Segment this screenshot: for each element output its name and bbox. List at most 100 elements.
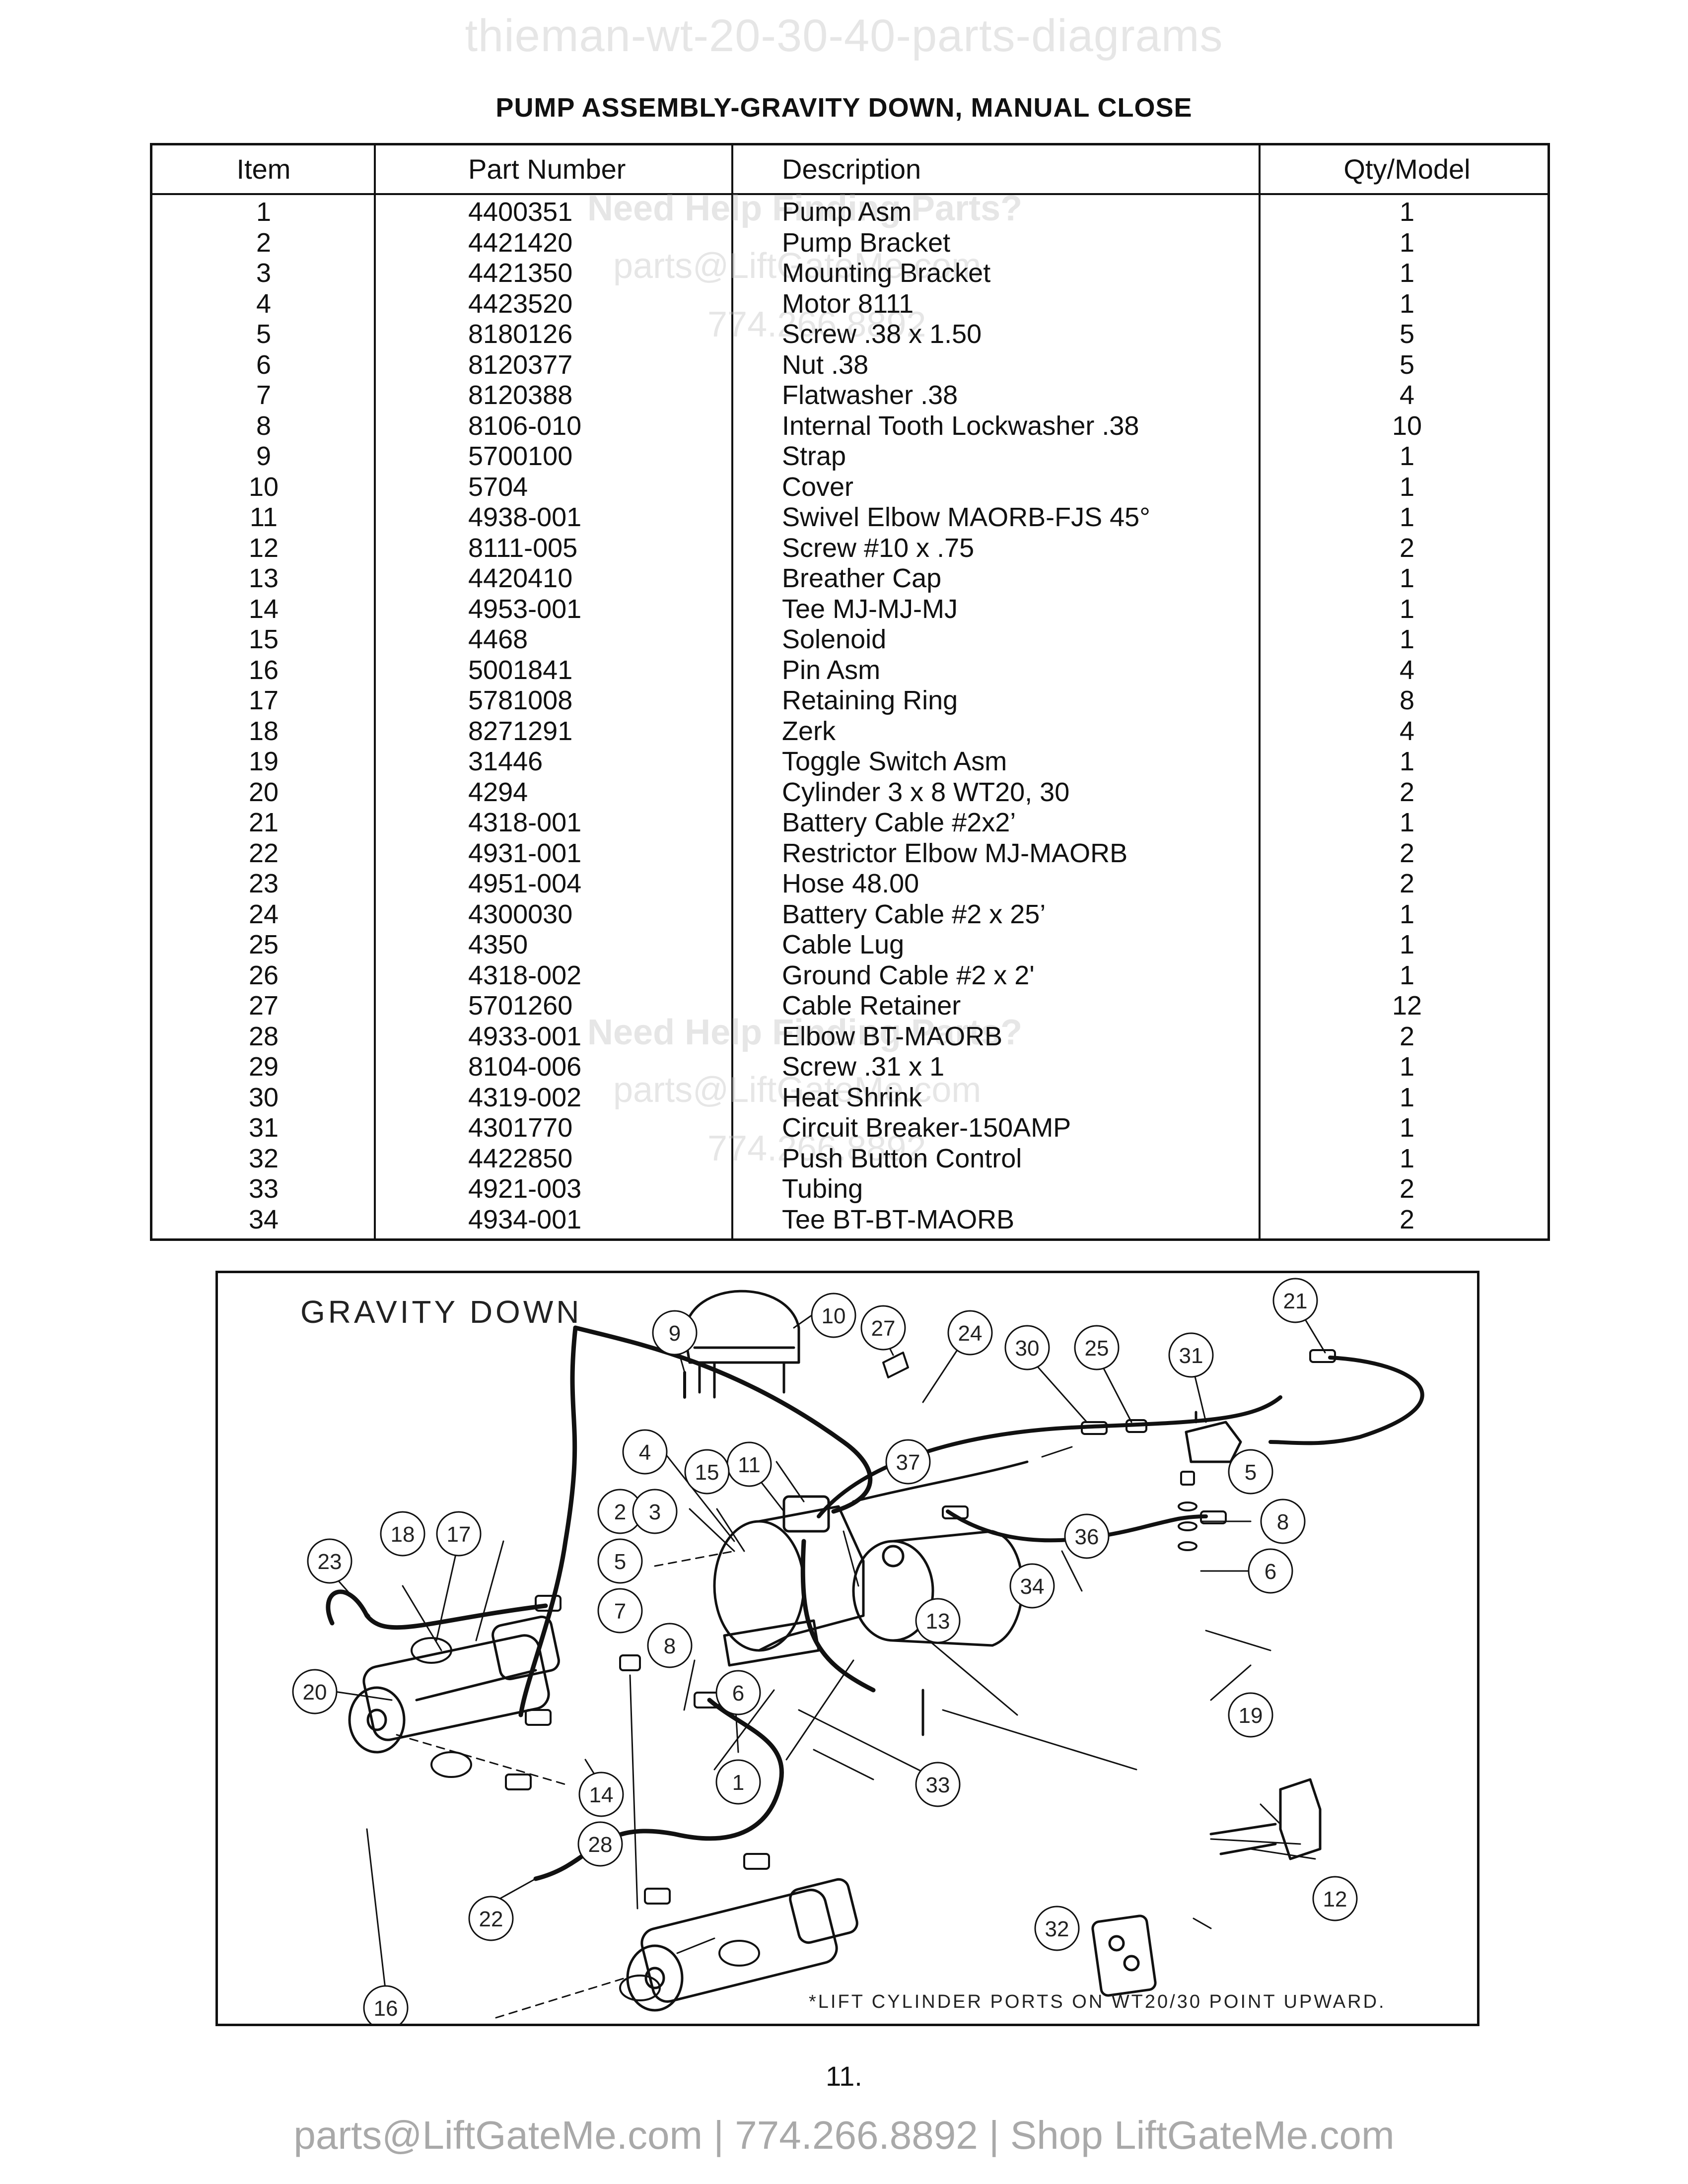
callout-circle — [915, 1762, 961, 1807]
cell-qty: 2 — [1399, 1204, 1415, 1234]
cell-description: Pump Asm — [782, 197, 912, 227]
table-watermark-email: parts@LiftGateMe.com — [613, 1070, 982, 1110]
callout-number: 3 — [649, 1500, 661, 1524]
cell-description: Cylinder 3 x 8 WT20, 30 — [782, 777, 1070, 807]
leader-lines — [324, 1302, 1326, 1994]
callout-6: 6 — [715, 1670, 761, 1715]
screw-stack — [1178, 1471, 1197, 1551]
callout-27: 27 — [860, 1305, 906, 1351]
callout-5: 5 — [597, 1538, 643, 1584]
callout-circle — [1009, 1563, 1055, 1609]
cell-qty: 10 — [1392, 410, 1422, 441]
cell-qty: 12 — [1392, 991, 1422, 1021]
callout-13: 13 — [915, 1598, 961, 1643]
cell-description: Elbow BT-MAORB — [782, 1021, 1003, 1051]
cell-description: Cable Lug — [782, 930, 905, 959]
cell-part-number: 8180126 — [468, 319, 573, 349]
cell-item: 28 — [248, 1021, 279, 1051]
cell-description: Cover — [782, 472, 854, 502]
callout-10: 10 — [811, 1293, 856, 1338]
cell-qty: 1 — [1399, 472, 1415, 502]
header-part-number: Part Number — [468, 153, 626, 185]
cell-item: 16 — [248, 655, 279, 685]
cell-part-number: 4933-001 — [468, 1021, 582, 1051]
cell-part-number: 4294 — [468, 777, 528, 807]
callout-number: 23 — [318, 1550, 342, 1574]
callout-circle — [597, 1538, 643, 1584]
callout-16: 16 — [363, 1985, 409, 2024]
footer-contact: parts@LiftGateMe.com | 774.266.8892 | Sh… — [293, 2113, 1395, 2157]
callout-14: 14 — [578, 1772, 624, 1817]
cell-qty: 1 — [1399, 747, 1415, 776]
callout-circle — [597, 1588, 643, 1634]
hose-path — [573, 1325, 873, 1514]
cable-path — [852, 1460, 1029, 1503]
cell-item: 29 — [248, 1052, 279, 1082]
callout-number: 31 — [1179, 1344, 1203, 1368]
callout-circle — [307, 1538, 352, 1584]
cell-qty: 5 — [1399, 349, 1415, 380]
callout-30: 30 — [1004, 1325, 1050, 1370]
callout-number: 21 — [1283, 1289, 1308, 1313]
cable-end — [942, 1505, 969, 1519]
cell-description: Solenoid — [782, 624, 887, 654]
circuit-breaker — [1185, 1411, 1242, 1463]
cell-part-number: 8106-010 — [468, 410, 582, 441]
callout-number: 11 — [738, 1453, 761, 1477]
callout-6: 6 — [1248, 1548, 1293, 1594]
cell-qty: 1 — [1399, 227, 1415, 258]
callout-number: 6 — [732, 1681, 744, 1706]
callout-number: 30 — [1015, 1336, 1040, 1361]
diagram-note: *LIFT CYLINDER PORTS ON WT20/30 POINT UP… — [809, 1991, 1386, 2012]
column-divider — [1259, 145, 1261, 1238]
cell-item: 30 — [248, 1082, 279, 1112]
cell-part-number: 4951-004 — [468, 869, 582, 898]
cell-part-number: 4931-001 — [468, 838, 582, 868]
callout-number: 34 — [1020, 1574, 1045, 1599]
cell-qty: 1 — [1399, 288, 1415, 319]
callout-4: 4 — [622, 1429, 668, 1475]
cell-part-number: 4423520 — [468, 288, 573, 319]
callout-number: 25 — [1085, 1336, 1109, 1361]
cell-description: Hose 48.00 — [782, 869, 919, 898]
callout-number: 10 — [822, 1304, 846, 1328]
hose-path — [518, 1325, 578, 1717]
toggle-switch — [1209, 1778, 1322, 1860]
callout-22: 22 — [468, 1896, 514, 1941]
callout-circle — [578, 1772, 624, 1817]
callout-24: 24 — [947, 1310, 993, 1356]
cell-qty: 1 — [1399, 1143, 1415, 1173]
cell-description: Retaining Ring — [782, 685, 958, 715]
callout-36: 36 — [1064, 1513, 1110, 1559]
callout-circle — [1228, 1692, 1273, 1738]
cell-item: 24 — [248, 899, 279, 929]
cell-qty: 1 — [1399, 197, 1415, 227]
callout-circle — [292, 1669, 338, 1714]
cell-item: 33 — [248, 1174, 279, 1204]
cable-lug — [1125, 1419, 1147, 1433]
cell-part-number: 4400351 — [468, 197, 573, 227]
callout-number: 19 — [1239, 1704, 1263, 1728]
cell-item: 26 — [248, 960, 279, 990]
callout-28: 28 — [577, 1821, 623, 1867]
callout-31: 31 — [1168, 1332, 1214, 1378]
callout-number: 37 — [896, 1450, 920, 1475]
header-qty-model: Qty/Model — [1343, 153, 1471, 185]
cell-item: 4 — [256, 288, 272, 319]
diagram-label: GRAVITY DOWN — [300, 1294, 582, 1330]
heat-shrink — [1081, 1421, 1108, 1435]
top-watermark: thieman-wt-20-30-40-parts-diagrams — [465, 10, 1223, 61]
cell-item: 8 — [256, 410, 272, 441]
battery-lug — [1309, 1349, 1336, 1363]
